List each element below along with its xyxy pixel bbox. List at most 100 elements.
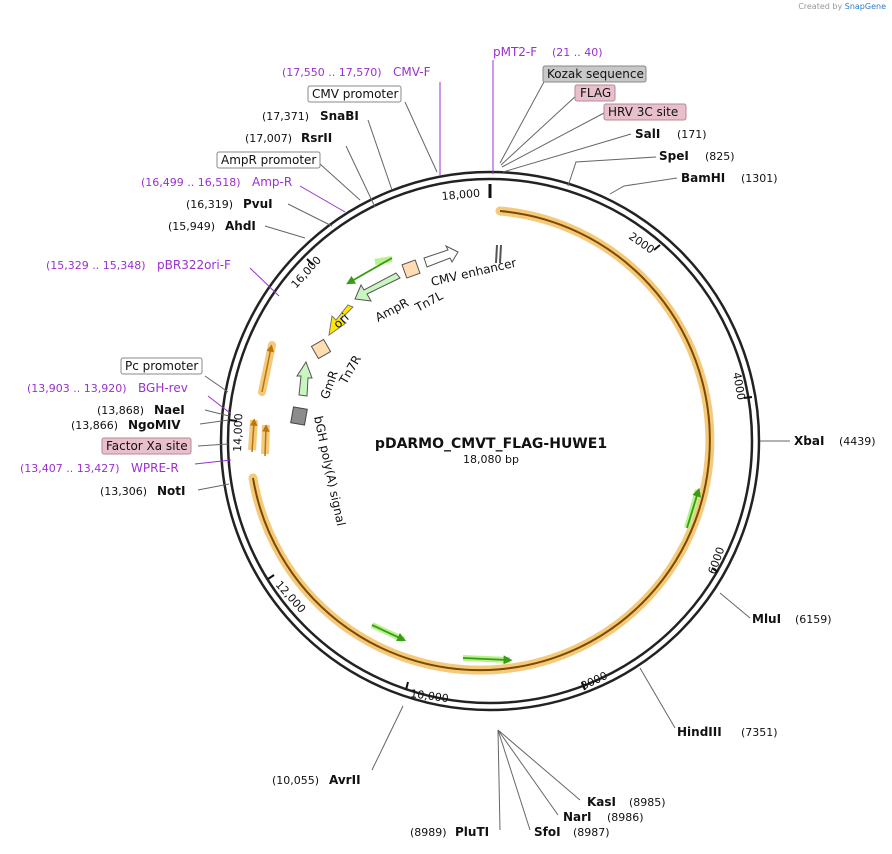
cmv-promoter-label: CMV promoter <box>312 87 399 101</box>
pc-promoter-box: Pc promoter <box>120 357 203 375</box>
enzyme-xbai-pos: (4439) <box>839 435 876 448</box>
enzyme-rsrii-name: RsrII <box>301 131 332 145</box>
primer-labels: pMT2-F (21 .. 40) (17,550 .. 17,570) CMV… <box>20 45 603 475</box>
enzyme-nari-name: NarI <box>563 810 592 824</box>
ampr-promoter-label: AmpR promoter <box>221 153 316 167</box>
factor-xa-label: Factor Xa site <box>106 439 188 453</box>
snapgene-credit: Created by SnapGene <box>798 2 886 11</box>
ampr-label: AmpR <box>373 295 411 324</box>
primer-wpre-pos: (13,407 .. 13,427) <box>20 462 120 475</box>
ampr-feature <box>354 272 401 302</box>
ruler-18000: 18,000 <box>441 187 480 203</box>
enzyme-bamhi-name: BamHI <box>681 171 725 185</box>
enzyme-sfoi-pos: (8987) <box>573 826 610 839</box>
enzyme-mlui-name: MluI <box>752 612 781 626</box>
enzyme-spei-pos: (825) <box>705 150 735 163</box>
plasmid-length: 18,080 bp <box>463 453 519 466</box>
primer-bgh-pos: (13,903 .. 13,920) <box>27 382 127 395</box>
enzyme-spei-name: SpeI <box>659 149 689 163</box>
backbone-inner <box>226 177 754 705</box>
enzyme-snabi-name: SnaBI <box>320 109 359 123</box>
primer-cmv-pos: (17,550 .. 17,570) <box>282 66 382 79</box>
left-enzyme-labels: (10,055) AvrII (13,306) NotI (13,866) Ng… <box>71 109 361 787</box>
bgh-feature <box>290 406 308 426</box>
kozak-label: Kozak sequence <box>547 67 644 81</box>
enzyme-kasi-name: KasI <box>587 795 616 809</box>
ampr-promoter-box: AmpR promoter <box>216 151 321 169</box>
enzyme-ngomiv-pos: (13,866) <box>71 419 118 432</box>
enzyme-snabi-pos: (17,371) <box>262 110 309 123</box>
primer-wpre-name: WPRE-R <box>131 461 179 475</box>
enzyme-pluti-name: PluTI <box>455 825 489 839</box>
tn7l-label: Tn7L <box>412 288 446 315</box>
enzyme-sfoi-name: SfoI <box>534 825 561 839</box>
gmr-feature <box>296 360 313 397</box>
snapgene-brand: SnapGene <box>844 2 886 11</box>
orf-arrow-left-2-line <box>250 418 258 453</box>
pc-promoter-label: Pc promoter <box>125 359 198 373</box>
primer-amp-pos: (16,499 .. 16,518) <box>141 176 241 189</box>
ruler-ticks <box>228 244 753 691</box>
ruler-16000: 16,000 <box>289 254 324 291</box>
enzyme-kasi-pos: (8985) <box>629 796 666 809</box>
kozak-box: Kozak sequence <box>542 65 647 83</box>
enzyme-naei-name: NaeI <box>154 403 185 417</box>
mark-top-2 <box>499 244 502 264</box>
ruler-10000: 10,000 <box>410 687 450 705</box>
primer-pbr-pos: (15,329 .. 15,348) <box>46 259 146 272</box>
tn7r-feature <box>310 338 332 360</box>
green-arrow-bottom-2-line <box>462 655 513 665</box>
enzyme-ahdi-name: AhdI <box>225 219 256 233</box>
enzyme-rsrii-pos: (17,007) <box>245 132 292 145</box>
bgh-label: bGH poly(A) signal <box>311 415 348 527</box>
enzyme-avrii-name: AvrII <box>329 773 361 787</box>
enzyme-pvui-pos: (16,319) <box>186 198 233 211</box>
green-arrow-top-line <box>346 257 393 285</box>
factor-xa-box: Factor Xa site <box>101 437 192 455</box>
mark-top-1 <box>495 244 498 264</box>
ruler-14000: 14,000 <box>231 413 245 452</box>
enzyme-nari-pos: (8986) <box>607 811 644 824</box>
enzyme-sali-pos: (171) <box>677 128 707 141</box>
primer-pbr-name: pBR322ori-F <box>157 258 231 272</box>
tn7l-feature <box>401 259 421 279</box>
enzyme-bamhi-pos: (1301) <box>741 172 778 185</box>
right-enzyme-labels: SalI (171) SpeI (825) BamHI (1301) XbaI … <box>410 127 876 839</box>
enzyme-hindiii-pos: (7351) <box>741 726 778 739</box>
cmv-enhancer-feature <box>423 244 459 268</box>
enzyme-noti-name: NotI <box>157 484 186 498</box>
backbone-outer <box>219 170 761 712</box>
flag-box: FLAG <box>574 84 616 102</box>
primer-cmv-name: CMV-F <box>393 65 431 79</box>
ori-feature <box>328 304 354 337</box>
leader-lines <box>197 79 790 831</box>
enzyme-pluti-pos: (8989) <box>410 826 447 839</box>
enzyme-noti-pos: (13,306) <box>100 485 147 498</box>
primer-pmt2-pos: (21 .. 40) <box>552 46 603 59</box>
enzyme-avrii-pos: (10,055) <box>272 774 319 787</box>
plasmid-name: pDARMO_CMVT_FLAG-HUWE1 <box>375 436 607 452</box>
hrv-label: HRV 3C site <box>608 105 678 119</box>
enzyme-hindiii-name: HindIII <box>677 725 722 739</box>
hrv-box: HRV 3C site <box>603 103 687 121</box>
ruler-4000: 4000 <box>730 371 748 401</box>
green-arrow-right-line <box>686 487 701 529</box>
gmr-label: GmR <box>318 369 341 401</box>
enzyme-naei-pos: (13,868) <box>97 404 144 417</box>
enzyme-mlui-pos: (6159) <box>795 613 832 626</box>
enzyme-ahdi-pos: (15,949) <box>168 220 215 233</box>
enzyme-sali-name: SalI <box>635 127 660 141</box>
enzyme-pvui-name: PvuI <box>243 197 273 211</box>
enzyme-xbai-name: XbaI <box>794 434 824 448</box>
primer-pmt2-name: pMT2-F <box>493 45 537 59</box>
huwe1-orf-line <box>252 210 711 672</box>
primer-amp-name: Amp-R <box>252 175 292 189</box>
flag-label: FLAG <box>580 86 611 100</box>
enzyme-ngomiv-name: NgoMIV <box>128 418 181 432</box>
orf-arrow-left-1-line <box>261 344 274 393</box>
tn7r-label: Tn7R <box>336 353 364 388</box>
orf-arrow-left-3-line <box>262 424 270 457</box>
cmv-promoter-box: CMV promoter <box>307 85 402 103</box>
